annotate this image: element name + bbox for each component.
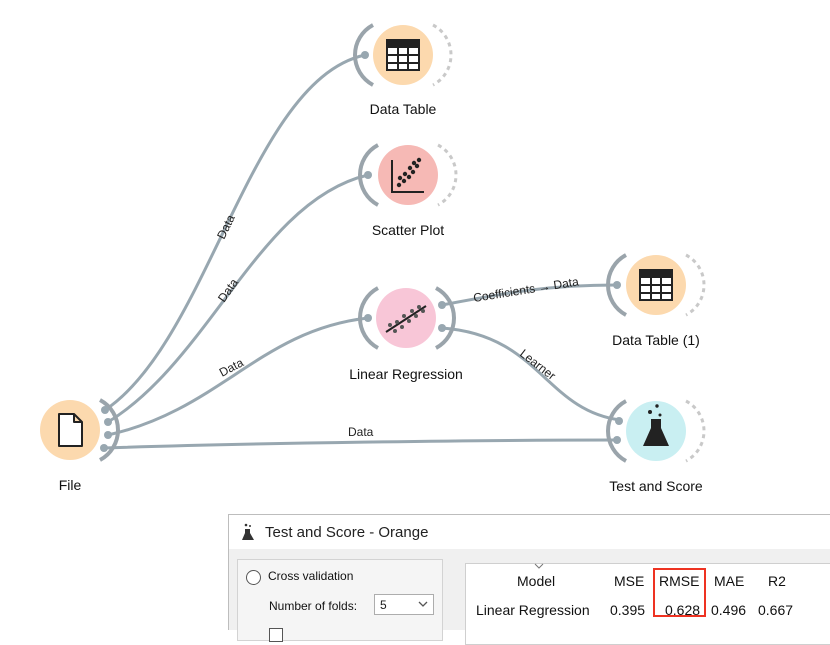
rmse-highlight-box bbox=[653, 568, 706, 617]
link-label-file-scatter: Data bbox=[215, 276, 241, 305]
link-linreg-test[interactable] bbox=[441, 326, 621, 422]
column-header-model[interactable]: Model bbox=[517, 573, 556, 589]
column-header-rmse[interactable]: RMSE bbox=[659, 573, 700, 589]
flask-icon bbox=[643, 404, 669, 446]
link-file-data-table[interactable] bbox=[104, 53, 366, 412]
chevron-down-icon bbox=[418, 601, 428, 607]
node-test-and-score[interactable] bbox=[606, 399, 706, 463]
link-file-test[interactable] bbox=[103, 438, 617, 450]
file-icon bbox=[58, 413, 83, 447]
cross-validation-label: Cross validation bbox=[268, 569, 354, 583]
folds-select[interactable]: 5 bbox=[374, 594, 434, 615]
sort-indicator-icon bbox=[534, 563, 544, 569]
sampling-panel: Cross validation Number of folds: 5 bbox=[237, 559, 443, 642]
link-label-linreg-table1: Coefficients → Data bbox=[472, 274, 580, 305]
scatter-plot-icon bbox=[391, 157, 424, 193]
node-linear-regression[interactable] bbox=[358, 286, 456, 350]
cell-r2[interactable]: 0.667 bbox=[758, 602, 794, 618]
link-file-linreg[interactable] bbox=[107, 316, 369, 437]
link-linreg-table1[interactable] bbox=[441, 283, 617, 307]
label-file: File bbox=[58, 477, 82, 493]
table-icon bbox=[386, 39, 420, 71]
checkbox[interactable] bbox=[269, 628, 283, 642]
cell-rmse[interactable]: 0.628 bbox=[665, 602, 701, 618]
cell-model[interactable]: Linear Regression bbox=[476, 602, 590, 618]
column-header-mse[interactable]: MSE bbox=[614, 573, 645, 589]
link-label-file-data-table: Data bbox=[214, 212, 238, 241]
link-label-linreg-test: Learner bbox=[517, 346, 558, 383]
links bbox=[103, 53, 621, 450]
window-title-bar[interactable]: Test and Score - Orange bbox=[229, 515, 830, 549]
node-data-table-1[interactable] bbox=[606, 253, 706, 317]
label-linear-regression: Linear Regression bbox=[349, 366, 463, 382]
workflow-canvas: Data Data Data Data Coefficients → Data … bbox=[40, 23, 706, 463]
flask-icon bbox=[242, 523, 254, 540]
link-label-file-test: Data bbox=[348, 425, 374, 439]
column-header-mae[interactable]: MAE bbox=[714, 573, 745, 589]
node-data-table[interactable] bbox=[353, 23, 453, 87]
label-data-table: Data Table bbox=[369, 101, 437, 117]
folds-label: Number of folds: bbox=[269, 599, 358, 613]
label-scatter-plot: Scatter Plot bbox=[371, 222, 445, 238]
cell-mse[interactable]: 0.395 bbox=[610, 602, 646, 618]
cross-validation-radio[interactable] bbox=[246, 570, 261, 585]
test-and-score-window: Test and Score - Orange Cross validation… bbox=[228, 514, 830, 645]
link-file-scatter[interactable] bbox=[107, 173, 369, 424]
node-file[interactable] bbox=[40, 398, 120, 462]
evaluation-results-table: Model MSE RMSE MAE R2 Linear Regression … bbox=[465, 563, 830, 645]
node-scatter-plot[interactable] bbox=[358, 143, 458, 207]
regression-icon bbox=[385, 305, 427, 333]
column-header-r2[interactable]: R2 bbox=[768, 573, 786, 589]
table-icon bbox=[639, 269, 673, 301]
label-data-table-1: Data Table (1) bbox=[612, 332, 700, 348]
label-test-and-score: Test and Score bbox=[609, 478, 703, 494]
folds-value: 5 bbox=[380, 598, 387, 612]
window-title: Test and Score - Orange bbox=[265, 524, 429, 541]
cell-mae[interactable]: 0.496 bbox=[711, 602, 747, 618]
